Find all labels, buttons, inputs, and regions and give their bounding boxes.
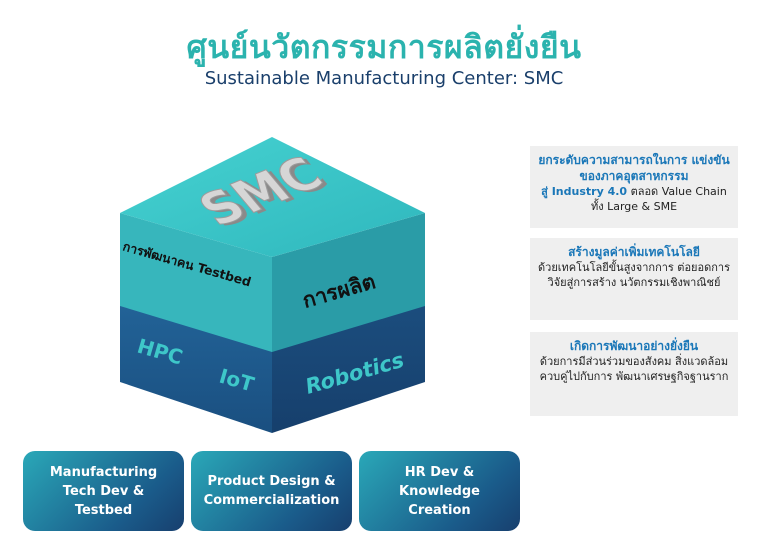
goal-box-highlight: สู่ Industry 4.0 <box>541 185 628 198</box>
goal-box-body: ด้วยการมีส่วนร่วมของสังคม สิ่งแวดล้อม คว… <box>539 355 729 383</box>
goal-box-body: สู่ Industry 4.0 ตลอด Value Chain ทั้ง L… <box>534 184 734 214</box>
goal-box-body: ด้วยเทคโนโลยีขั้นสูงจากการ ต่อยอดการวิจั… <box>538 261 730 289</box>
goal-box-heading: ยกระดับความสามารถในการ แข่งขันของภาคอุตส… <box>538 153 730 183</box>
cube-top-face <box>120 137 425 257</box>
goal-box-heading: สร้างมูลค่าเพิ่มเทคโนโลยี <box>568 245 700 259</box>
goal-box-sustainable-development: เกิดการพัฒนาอย่างยั่งยืน ด้วยการมีส่วนร่… <box>530 332 738 416</box>
page-title: ศูนย์นวัตกรรมการผลิตยั่งยืน <box>186 28 582 66</box>
goal-box-body-text: ตลอด Value Chain ทั้ง Large & SME <box>590 185 727 213</box>
cube-upper-left-face <box>120 213 272 352</box>
goal-box-heading: เกิดการพัฒนาอย่างยั่งยืน <box>569 339 699 353</box>
goal-box-technology-value: สร้างมูลค่าเพิ่มเทคโนโลยี ด้วยเทคโนโลยีข… <box>530 238 738 320</box>
goal-box-competitiveness: ยกระดับความสามารถในการ แข่งขันของภาคอุตส… <box>530 146 738 228</box>
pillar-hr-dev: HR Dev & Knowledge Creation <box>359 451 520 531</box>
pillar-product-design: Product Design & Commercialization <box>191 451 352 531</box>
pillar-manufacturing-tech-dev: Manufacturing Tech Dev & Testbed <box>23 451 184 531</box>
cube-upper-right-face <box>272 213 425 352</box>
page-subtitle: Sustainable Manufacturing Center: SMC <box>204 68 564 89</box>
